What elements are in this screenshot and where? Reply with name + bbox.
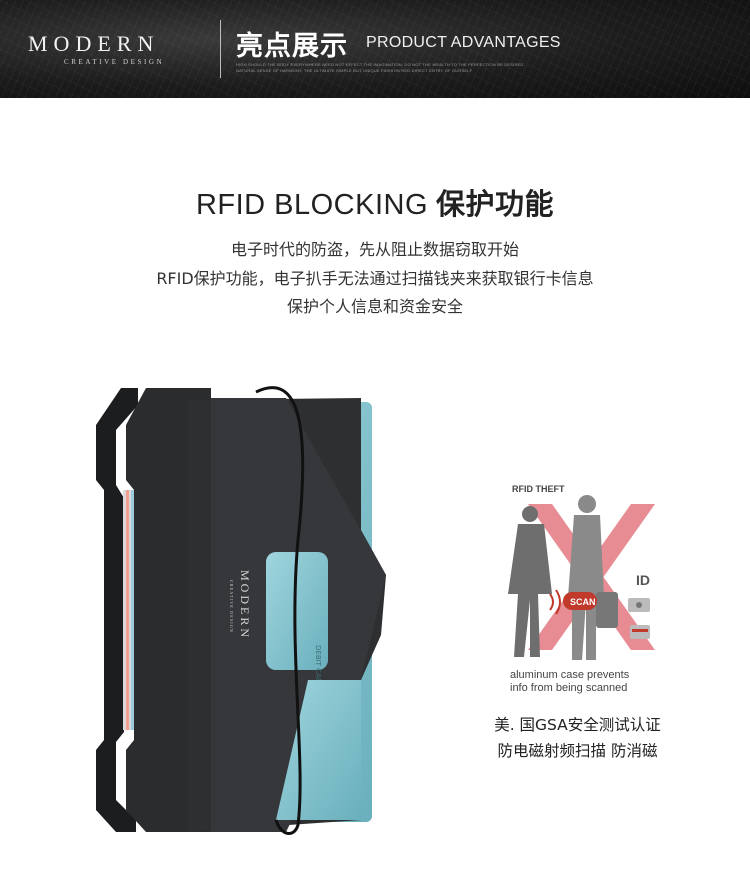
gsa-line: 防电磁射频扫描 防消磁 [497,742,658,760]
description-line: 电子时代的防盗，先从阻止数据窃取开始 [230,240,519,259]
section-description: 电子时代的防盗，先从阻止数据窃取开始 RFID保护功能，电子扒手无法通过扫描钱夹… [0,236,750,322]
headline-en: PRODUCT ADVANTAGES [366,34,561,51]
scan-badge [563,592,597,610]
card-text: DEBIT CARD [314,645,322,688]
rfid-theft-label: RFID THEFT [512,484,565,494]
section-title-cn: 保护功能 [436,187,555,221]
header-fine-print: HIGH SHOULD THE BODY EVERYWHERE NEED NOT… [236,62,525,73]
header-divider [220,20,221,78]
caption-line: info from being scanned [510,682,627,694]
description-line: RFID保护功能，电子扒手无法通过扫描钱夹来获取银行卡信息 [156,268,594,288]
scan-waves-icon [549,593,554,611]
id-label: ID [636,572,650,588]
gsa-line: 美. 国GSA安全测试认证 [494,716,661,734]
caption-line: aluminum case prevents [510,669,630,681]
header-banner: MODERN CREATIVE DESIGN 亮点展示 PRODUCT ADVA… [0,0,750,98]
elastic-band [255,386,305,835]
headline-cn: 亮点展示 [236,31,348,62]
brand-logo: MODERN CREATIVE DESIGN [28,31,208,67]
wallet-brand-name: MODERN [238,570,252,640]
brand-tagline: CREATIVE DESIGN [64,58,165,66]
wallet-image: DEBIT CARD MODERN CREATIVE DESIGN [96,386,386,835]
wallet-brand-tagline: CREATIVE DESIGN [229,580,234,633]
thief-silhouette-icon [508,506,552,657]
rfid-theft-graphic: RFID THEFT SCAN ID aluminum case prevent… [508,484,655,694]
gsa-certification-note: 美. 国GSA安全测试认证 防电磁射频扫描 防消磁 [470,712,685,764]
victim-silhouette-icon [568,495,618,660]
scan-label: SCAN [570,597,596,607]
brand-name: MODERN [28,31,160,56]
section-title-en: RFID BLOCKING [195,189,429,221]
description-line: 保护个人信息和资金安全 [286,297,463,316]
